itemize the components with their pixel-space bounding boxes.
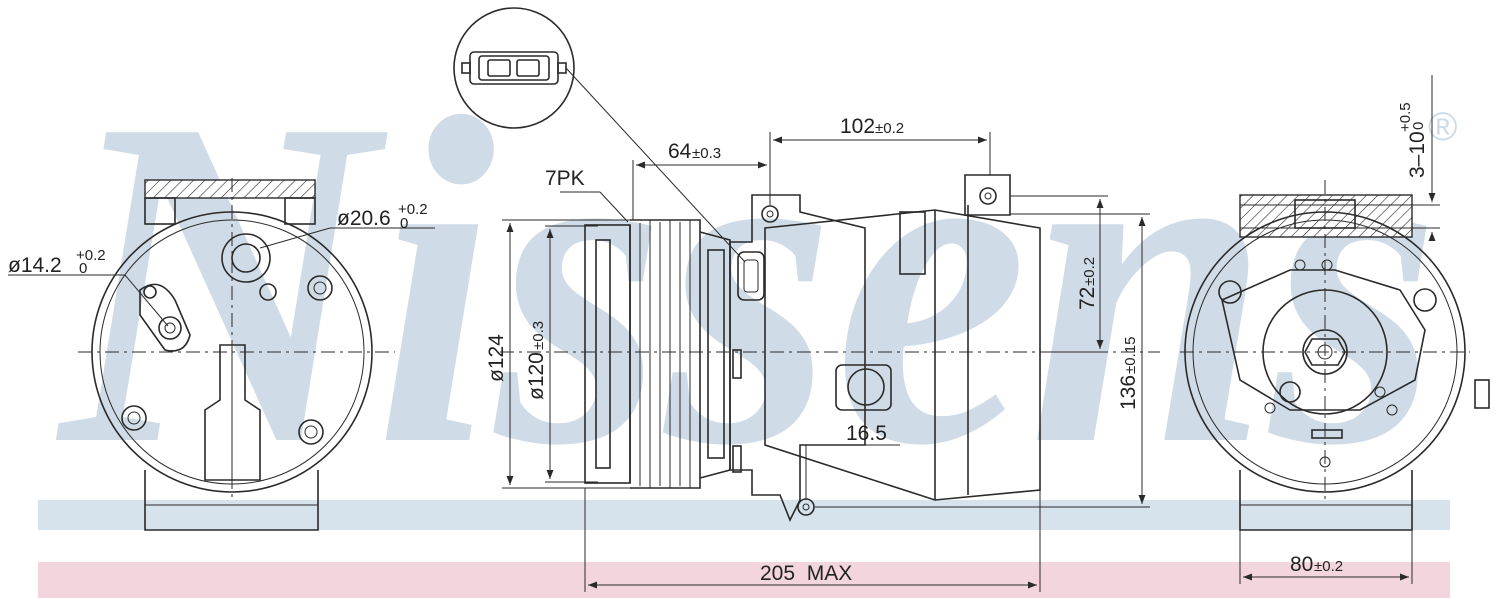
dim-port-small: ø14.2 [8, 254, 62, 277]
dim-total-height-tol: ±0.15 [1122, 337, 1139, 374]
dim-total-height: 136 [1117, 375, 1140, 410]
dim-width-tol: ±0.2 [1314, 558, 1343, 575]
dim-mount-height: 72 [1076, 287, 1099, 310]
left-view [8, 178, 435, 531]
dim-port-large: ø20.6 [337, 207, 391, 230]
dim-slot-tol-low: 0 [1410, 122, 1427, 130]
dim-port-small-tol: +0.2 [76, 247, 106, 264]
dim-mount-spacing-tol: ±0.2 [875, 120, 904, 137]
dim-port-offset: 16.5 [846, 422, 887, 445]
dim-clutch-offset-tol: ±0.3 [692, 145, 721, 162]
dim-mount-height-tol: ±0.2 [1081, 257, 1098, 286]
registered-mark: ® [1428, 105, 1457, 149]
dim-belt: 7PK [545, 167, 585, 190]
dim-inner-diameter-tol: ±0.3 [530, 321, 547, 350]
dim-total-length: 205 MAX [760, 562, 852, 585]
dim-port-large-tol: +0.2 [398, 201, 428, 218]
dim-width: 80 [1290, 553, 1313, 576]
dim-port-small-tol-low: 0 [79, 260, 87, 277]
watermark-text: Nissens [53, 21, 1440, 542]
dim-slot-tol-high: +0.5 [1397, 102, 1414, 132]
dim-slot: 3–10 [1406, 131, 1429, 178]
dim-mount-spacing: 102 [840, 115, 875, 138]
dim-inner-diameter: ø120 [525, 352, 548, 400]
connector-detail [453, 7, 746, 263]
right-view [1180, 75, 1490, 584]
side-view [500, 132, 1160, 592]
dim-port-large-tol-low: 0 [400, 215, 408, 232]
dim-outer-diameter: ø124 [485, 334, 508, 382]
background-band-pink [38, 562, 1450, 598]
dim-clutch-offset: 64 [668, 140, 692, 163]
